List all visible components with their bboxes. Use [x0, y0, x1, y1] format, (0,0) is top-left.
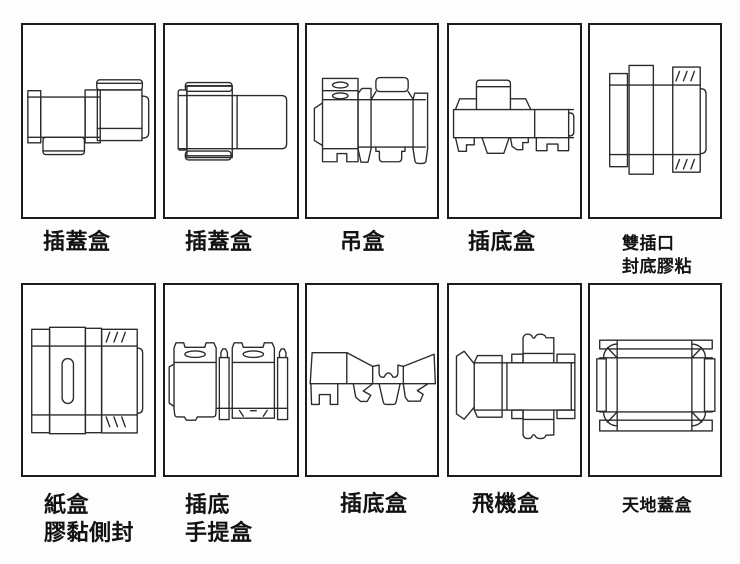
label-hang-tab-box: 吊盒	[340, 229, 385, 255]
label-line: 吊盒	[340, 229, 386, 254]
frame-paper-box-glued-side-seal	[21, 283, 156, 477]
label-line: 飛機盒	[472, 491, 540, 516]
frame-hang-tab-box	[305, 23, 439, 219]
label-line: 手提盒	[185, 520, 253, 545]
dieline-insert-lid-box-2	[177, 81, 288, 161]
frame-top-and-bottom-lid-box	[588, 283, 722, 477]
label-line: 插底盒	[468, 229, 536, 254]
frame-insert-lid-box-2	[163, 23, 299, 219]
label-line: 雙插口	[622, 234, 675, 253]
dieline-tuck-bottom-box-2	[309, 351, 437, 406]
dieline-hang-tab-box	[313, 76, 429, 165]
label-line: 插底	[185, 492, 231, 517]
frame-tuck-bottom-handle-box	[163, 283, 299, 477]
frame-double-tuck-glued-bottom	[588, 23, 722, 219]
label-insert-lid-box-2: 插蓋盒	[185, 229, 253, 255]
label-double-tuck-glued-bottom: 雙插口 封底膠粘	[622, 232, 692, 278]
dieline-airplane-mailer-box	[455, 333, 576, 440]
label-tuck-bottom-handle-box: 插底 手提盒	[185, 491, 253, 547]
frame-tuck-bottom-box-2	[305, 283, 439, 477]
label-top-and-bottom-lid-box: 天地蓋盒	[622, 494, 692, 517]
dieline-top-and-bottom-lid-box	[596, 339, 716, 432]
frame-insert-lid-box-1	[21, 23, 156, 219]
label-tuck-bottom-box: 插底盒	[468, 229, 536, 255]
label-line: 封底膠粘	[622, 257, 692, 276]
dieline-paper-box-glued-side-seal	[31, 326, 144, 435]
dieline-double-tuck-glued-bottom	[609, 64, 707, 175]
frame-airplane-mailer-box	[447, 283, 582, 477]
label-line: 插蓋盒	[43, 229, 111, 254]
dieline-tuck-bottom-handle-box	[168, 342, 289, 421]
label-line: 插底盒	[340, 491, 408, 516]
label-tuck-bottom-box-2: 插底盒	[340, 491, 408, 517]
frame-tuck-bottom-box	[447, 23, 582, 219]
dieline-tuck-bottom-box	[452, 79, 575, 155]
dieline-insert-lid-box-1	[27, 79, 150, 156]
label-insert-lid-box-1: 插蓋盒	[43, 229, 111, 255]
label-airplane-mailer-box: 飛機盒	[472, 491, 540, 517]
label-line: 插蓋盒	[185, 229, 253, 254]
label-paper-box-glued-side-seal: 紙盒 膠黏側封	[44, 491, 134, 547]
label-line: 紙盒	[44, 492, 90, 517]
label-line: 膠黏側封	[44, 520, 135, 545]
label-line: 天地蓋盒	[622, 496, 692, 515]
